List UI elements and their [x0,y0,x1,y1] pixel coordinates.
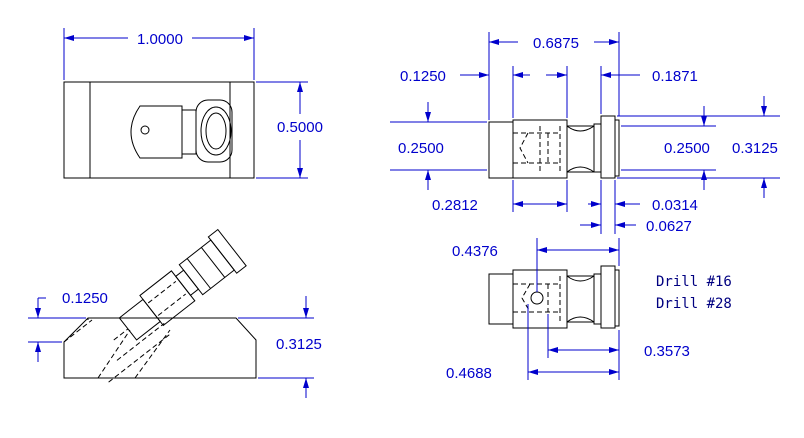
dim-side-overall: 0.6875 [533,35,579,52]
drill-view-part [488,265,620,329]
side-view-part [488,115,620,179]
dim-drill-slot-pos: 0.3573 [644,343,690,360]
dim-drill-hole-pos: 0.4376 [452,243,498,260]
dim-side-left-step: 0.1250 [400,68,446,85]
top-view: 1.0000 0.5000 [63,28,323,179]
angled-view-fitting [108,228,247,383]
top-view-fitting [130,99,233,163]
dim-top-height: 0.5000 [277,119,323,136]
angled-view: 0.1250 0.3125 [28,228,322,398]
drill-note-16: Drill #16 [656,274,732,290]
dim-side-groove-pos: 0.2812 [432,197,478,214]
drill-note-28: Drill #28 [656,296,732,312]
side-view: 0.6875 0.1250 0.1871 0.2500 0.2500 [390,32,780,235]
drill-view: 0.4376 Drill #16 Drill #28 0.3573 0.4688 [446,238,732,382]
dim-side-right-step: 0.1871 [652,68,698,85]
dim-side-flange-width: 0.0627 [646,218,692,235]
dim-top-width: 1.0000 [137,31,183,48]
dim-angled-offset: 0.1250 [62,290,108,307]
dim-side-flange-dia: 0.3125 [732,140,778,157]
dim-side-right-dia: 0.2500 [664,140,710,157]
dim-side-groove-width: 0.0314 [652,197,698,214]
top-view-block [63,81,255,179]
dim-side-left-dia: 0.2500 [398,140,444,157]
angled-view-base [63,317,257,379]
dim-angled-height: 0.3125 [276,336,322,353]
dim-drill-overall: 0.4688 [446,365,492,382]
